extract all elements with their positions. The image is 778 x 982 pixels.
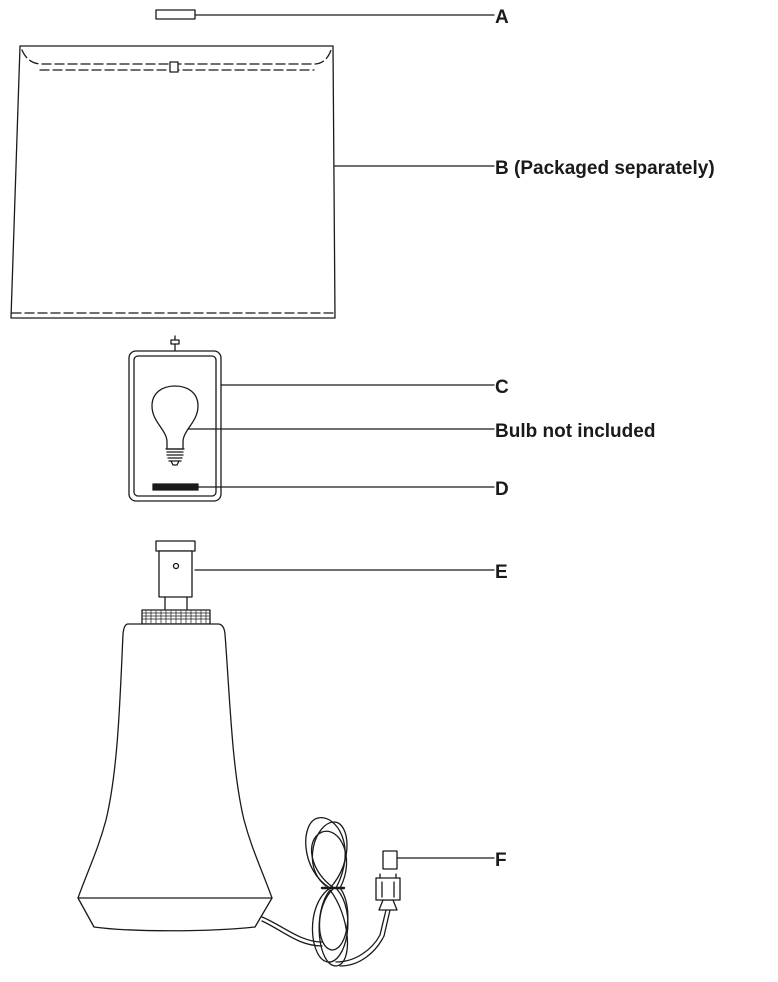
label-b: B (Packaged separately) — [495, 158, 715, 179]
lamp-base — [77, 623, 273, 932]
label-a: A — [495, 7, 509, 28]
part-d-washer — [152, 483, 199, 491]
label-e: E — [495, 562, 508, 583]
label-c: C — [495, 377, 509, 398]
bulb-illustration — [151, 385, 199, 466]
label-bulb-not-included: Bulb not included — [495, 421, 655, 442]
label-f: F — [495, 850, 507, 871]
part-b-shade — [10, 45, 336, 319]
part-a-finial — [155, 9, 196, 20]
label-d: D — [495, 479, 509, 500]
part-e-fitting — [141, 540, 211, 625]
part-f-cord-plug — [261, 817, 401, 967]
